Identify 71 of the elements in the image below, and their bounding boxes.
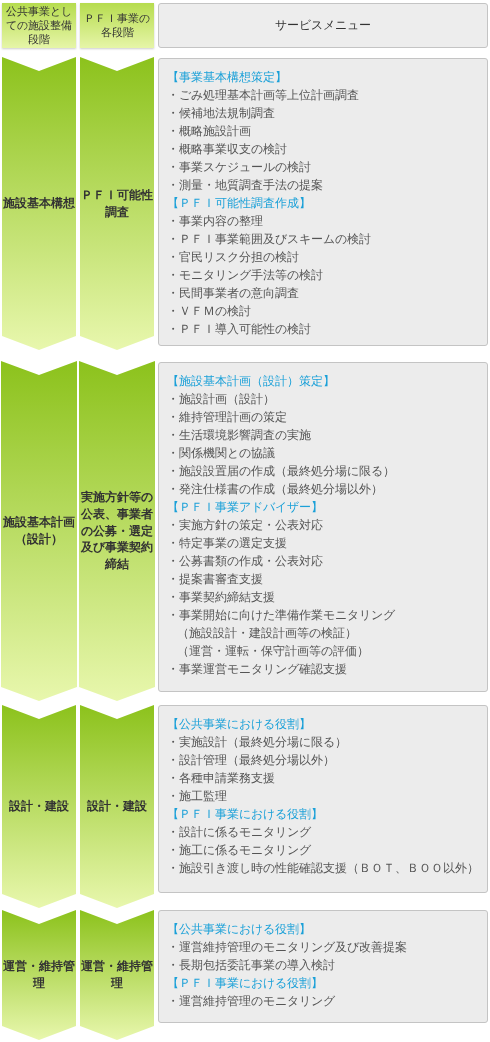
section-heading: 【ＰＦＩ事業における役割】 bbox=[167, 975, 323, 992]
bullet-item: ・実施設計（最終処分場に限る） bbox=[167, 734, 347, 751]
phase-label: 設計・建設 bbox=[87, 798, 147, 815]
bullet-item: ・官民リスク分担の検討 bbox=[167, 249, 299, 266]
bullet-item: ・施設計画（設計） bbox=[167, 391, 275, 408]
phase-banner bbox=[2, 705, 76, 908]
service-panel bbox=[158, 58, 488, 346]
column-header bbox=[80, 3, 154, 48]
section-heading: 【ＰＦＩ事業アドバイザー】 bbox=[167, 499, 323, 516]
phase-label: 運営・維持管理 bbox=[2, 958, 76, 992]
header-label: ＰＦＩ事業の各段階 bbox=[84, 11, 150, 40]
header-label: サービスメニュー bbox=[275, 17, 371, 34]
bullet-item: ・公募書類の作成・公表対応 bbox=[167, 553, 323, 570]
phase-banner bbox=[1, 361, 77, 701]
phase-label: 施設基本計画（設計） bbox=[2, 514, 76, 548]
bullet-item: ・測量・地質調査手法の提案 bbox=[167, 177, 323, 194]
header-label: 公共事業としての施設整備段階 bbox=[6, 4, 72, 47]
bullet-item: ・特定事業の選定支援 bbox=[167, 535, 287, 552]
bullet-item: ・概略施設計画 bbox=[167, 123, 251, 140]
phase-banner bbox=[2, 57, 76, 350]
section-heading: 【事業基本構想策定】 bbox=[167, 69, 287, 86]
bullet-item: ・設計に係るモニタリング bbox=[167, 824, 311, 841]
service-panel bbox=[158, 705, 488, 893]
phase-banner bbox=[2, 910, 76, 1040]
bullet-item: ・概略事業収支の検討 bbox=[167, 141, 287, 158]
bullet-item: ・運営維持管理のモニタリング及び改善提案 bbox=[167, 939, 407, 956]
bullet-item: ・関係機関との協議 bbox=[167, 445, 275, 462]
bullet-item: ・各種申請業務支援 bbox=[167, 770, 275, 787]
bullet-item: ・維持管理計画の策定 bbox=[167, 409, 287, 426]
bullet-item: ・民間事業者の意向調査 bbox=[167, 285, 299, 302]
bullet-item: ・発注仕様書の作成（最終処分場以外） bbox=[167, 481, 383, 498]
section-heading: 【ＰＦＩ事業における役割】 bbox=[167, 806, 323, 823]
bullet-item: ・施工監理 bbox=[167, 788, 227, 805]
column-header bbox=[158, 3, 488, 48]
phase-banner bbox=[79, 361, 155, 701]
bullet-item: ・施工に係るモニタリング bbox=[167, 842, 311, 859]
bullet-item: ・事業開始に向けた準備作業モニタリング bbox=[167, 607, 395, 624]
phase-label: 設計・建設 bbox=[9, 798, 69, 815]
phase-label: 実施方針等の公表、事業者の公募・選定及び事業契約締結 bbox=[80, 489, 154, 573]
section-heading: 【ＰＦＩ可能性調査作成】 bbox=[167, 195, 311, 212]
service-panel bbox=[158, 910, 488, 1023]
phase-banner bbox=[80, 705, 154, 908]
bullet-item: ・候補地法規制調査 bbox=[167, 105, 275, 122]
bullet-item: ・提案書審査支援 bbox=[167, 571, 263, 588]
bullet-item: ・ＶＦＭの検討 bbox=[167, 303, 251, 320]
bullet-item: ・生活環境影響調査の実施 bbox=[167, 427, 311, 444]
bullet-item: ・ごみ処理基本計画等上位計画調査 bbox=[167, 87, 359, 104]
bullet-item: ・長期包括委託事業の導入検討 bbox=[167, 957, 335, 974]
bullet-item: ・事業運営モニタリング確認支援 bbox=[167, 661, 347, 678]
bullet-item: ・事業スケジュールの検討 bbox=[167, 159, 311, 176]
bullet-item: ・事業内容の整理 bbox=[167, 213, 263, 230]
phase-label: ＰＦＩ可能性調査 bbox=[80, 186, 154, 221]
bullet-item: ・モニタリング手法等の検討 bbox=[167, 267, 323, 284]
bullet-item: ・実施方針の策定・公表対応 bbox=[167, 517, 323, 534]
bullet-item: ・ＰＦＩ事業範囲及びスキームの検討 bbox=[167, 231, 371, 248]
section-heading: 【施設基本計画（設計）策定】 bbox=[167, 373, 335, 390]
bullet-item: ・ＰＦＩ導入可能性の検討 bbox=[167, 321, 311, 338]
bullet-item: ・設計管理（最終処分場以外） bbox=[167, 752, 335, 769]
phase-banner bbox=[80, 57, 154, 350]
phase-label: 運営・維持管理 bbox=[80, 958, 154, 992]
phase-banner bbox=[80, 910, 154, 1040]
service-panel bbox=[158, 362, 488, 692]
section-heading: 【公共事業における役割】 bbox=[167, 716, 311, 733]
phase-label: 施設基本構想 bbox=[3, 195, 75, 212]
bullet-item: （施設設計・建設計画等の検証） bbox=[177, 625, 357, 642]
section-heading: 【公共事業における役割】 bbox=[167, 921, 311, 938]
bullet-item: ・施設設置届の作成（最終処分場に限る） bbox=[167, 463, 395, 480]
bullet-item: （運営・運転・保守計画等の評価） bbox=[177, 643, 369, 660]
bullet-item: ・運営維持管理のモニタリング bbox=[167, 993, 335, 1010]
bullet-item: ・事業契約締結支援 bbox=[167, 589, 275, 606]
bullet-item: ・施設引き渡し時の性能確認支援（ＢＯＴ、ＢＯＯ以外） bbox=[167, 860, 479, 877]
